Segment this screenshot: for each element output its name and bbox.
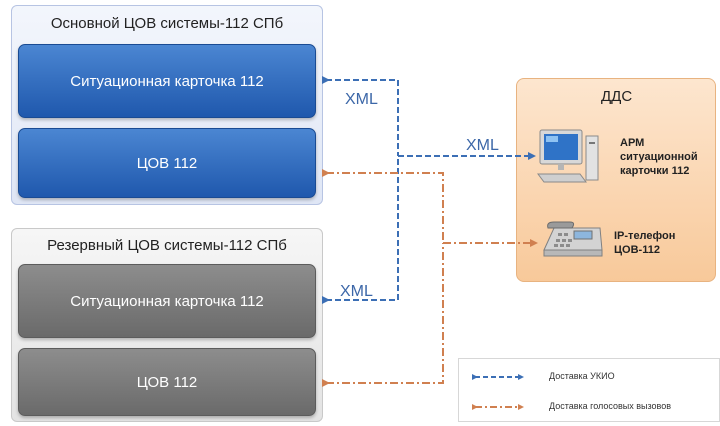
main-card-label: Ситуационная карточка 112: [70, 72, 264, 90]
xml-line-main: [322, 76, 399, 156]
reserve-tsov-label: ЦОВ 112: [136, 373, 198, 391]
main-tsov-label: ЦОВ 112: [136, 154, 198, 172]
legend-swatches: [472, 374, 524, 410]
xml-label-top: XML: [345, 91, 378, 108]
reserve-center-title: Резервный ЦОВ системы-112 СПб: [47, 237, 287, 254]
computer-icon: [537, 129, 599, 183]
voice-line-reserve: [322, 243, 444, 387]
phone-label-line2: ЦОВ-112: [614, 244, 660, 256]
legend: Доставка УКИО Доставка голосовых вызовов: [458, 358, 720, 422]
phone-label: IP-телефон ЦОВ-112: [614, 229, 675, 257]
main-tsov-box[interactable]: ЦОВ 112: [18, 128, 316, 198]
main-card-box[interactable]: Ситуационная карточка 112: [18, 44, 316, 118]
arm-label-line3: карточки 112: [620, 165, 690, 177]
reserve-card-box[interactable]: Ситуационная карточка 112: [18, 264, 316, 338]
arm-label-line2: ситуационной: [620, 151, 698, 163]
voice-line-main: [322, 169, 444, 243]
dds-title: ДДС: [601, 88, 633, 105]
legend-voice-label: Доставка голосовых вызовов: [549, 401, 672, 411]
main-center-title: Основной ЦОВ системы-112 СПб: [50, 15, 284, 32]
xml-label-mid: XML: [466, 137, 499, 154]
xml-line-reserve: [322, 156, 399, 304]
legend-ukio-label: Доставка УКИО: [549, 371, 615, 381]
reserve-tsov-box[interactable]: ЦОВ 112: [18, 348, 316, 416]
arm-label: АРМ ситуационной карточки 112: [620, 136, 698, 178]
reserve-card-label: Ситуационная карточка 112: [70, 292, 264, 310]
xml-label-bottom: XML: [340, 283, 373, 300]
ip-phone-icon: [543, 221, 603, 257]
arm-label-line1: АРМ: [620, 137, 645, 149]
phone-label-line1: IP-телефон: [614, 230, 676, 242]
